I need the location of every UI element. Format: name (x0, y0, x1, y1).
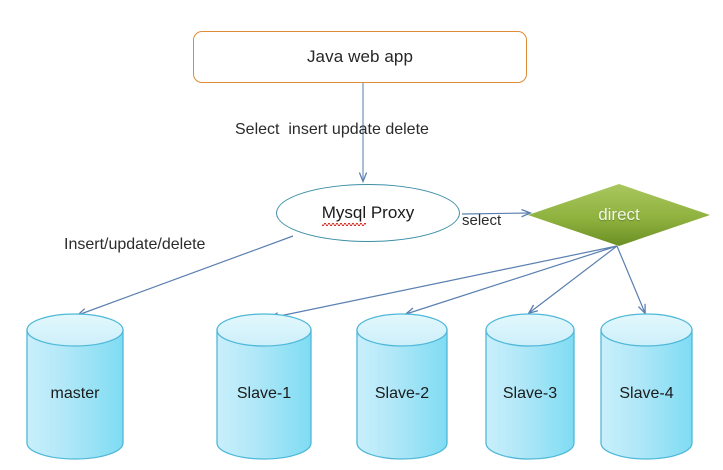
node-mysql-proxy[interactable]: Mysql Proxy (276, 184, 460, 242)
cylinder-shape (600, 313, 693, 460)
node-database-slave-2[interactable]: Slave-2 (356, 313, 448, 460)
node-direct-router[interactable]: direct (528, 184, 710, 246)
cylinder-shape (485, 313, 575, 460)
cylinder-shape (26, 313, 124, 460)
edge-label-app-to-proxy: Select insert update delete (235, 121, 429, 138)
edge-label-proxy-to-router: select (462, 212, 502, 229)
node-mysql-proxy-label-rest: Proxy (366, 202, 415, 222)
node-mysql-proxy-label: Mysql Proxy (321, 202, 415, 226)
node-database-master[interactable]: master (26, 313, 124, 460)
edge-router-to-slave-1 (270, 245, 618, 318)
node-database-slave-3[interactable]: Slave-3 (485, 313, 575, 460)
edge-router-to-slave-4 (616, 245, 645, 313)
cylinder-shape (356, 313, 448, 460)
node-java-web-app-label: Java web app (306, 47, 414, 66)
edge-router-to-slave-2 (406, 245, 618, 314)
node-database-slave-4[interactable]: Slave-4 (600, 313, 693, 460)
misspelled-word-mysql: Mysql (321, 202, 367, 226)
node-database-slave-1[interactable]: Slave-1 (216, 313, 312, 460)
cylinder-shape (216, 313, 312, 460)
diamond-shape (528, 184, 710, 246)
node-direct-router-label: direct (598, 205, 640, 224)
edge-router-to-slave-3 (529, 245, 618, 313)
edge-label-proxy-to-master: Insert/update/delete (64, 236, 206, 253)
node-java-web-app[interactable]: Java web app (193, 31, 527, 83)
